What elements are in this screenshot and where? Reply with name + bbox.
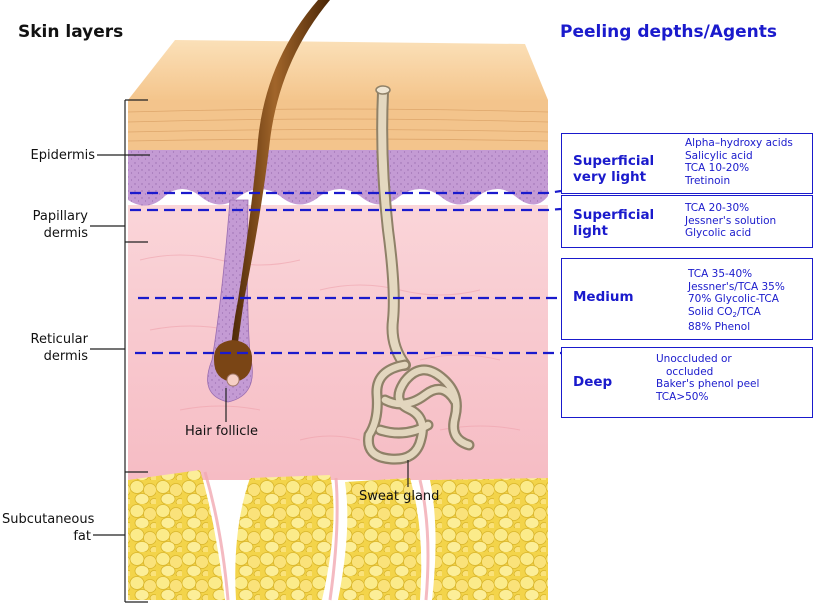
skin-layers-heading: Skin layers bbox=[18, 22, 124, 42]
peel-agent: occluded bbox=[666, 365, 714, 378]
epidermis-basal-layer bbox=[128, 150, 548, 206]
peel-agent: TCA>50% bbox=[656, 390, 709, 403]
sweat-pore bbox=[375, 85, 391, 95]
peel-depth-name: Superficial very light bbox=[573, 153, 655, 185]
peel-superficial-very-light: Superficial very light Alpha–hydroxy aci… bbox=[561, 133, 813, 194]
peel-agent-list: Unoccluded or occluded Baker's phenol pe… bbox=[656, 353, 759, 403]
hair-bulb bbox=[213, 340, 253, 382]
dermal-papilla bbox=[226, 373, 240, 387]
hair-shaft bbox=[230, 0, 330, 360]
peeling-depths-heading: Peeling depths/Agents bbox=[560, 22, 777, 42]
dermis-layer bbox=[128, 205, 548, 480]
epidermis-top-layer bbox=[128, 100, 548, 150]
sweat-gland-duct-highlight bbox=[378, 88, 409, 369]
peel-agent: Salicylic acid bbox=[685, 149, 753, 162]
peel-agent-list: TCA 35-40% Jessner's/TCA 35% 70% Glycoli… bbox=[688, 268, 785, 334]
subcutaneous-fat bbox=[128, 470, 225, 600]
peel-agent: Jessner's/TCA 35% bbox=[688, 280, 785, 293]
peel-depth-name: Deep bbox=[573, 374, 613, 390]
peel-agent-list: TCA 20-30% Jessner's solution Glycolic a… bbox=[685, 202, 776, 240]
peel-agent: Jessner's solution bbox=[685, 214, 777, 227]
peel-agent: Baker's phenol peel bbox=[656, 378, 760, 390]
peel-agent: TCA 35-40% bbox=[688, 268, 753, 280]
peel-agent: TCA 10-20% bbox=[685, 162, 750, 174]
peel-agent: 88% Phenol bbox=[688, 321, 751, 333]
skin-surface bbox=[128, 40, 548, 100]
peel-agent-list: Alpha–hydroxy acids Salicylic acid TCA 1… bbox=[685, 137, 793, 187]
peel-agent: Alpha–hydroxy acids bbox=[685, 137, 793, 149]
peel-agent: Solid CO2/TCA bbox=[688, 305, 761, 319]
peel-agent: Glycolic acid bbox=[685, 227, 752, 239]
peel-depth-name: Superficial light bbox=[573, 207, 655, 239]
fat-lobule bbox=[338, 478, 422, 600]
peel-agent: 70% Glycolic-TCA bbox=[688, 293, 779, 305]
sweat-gland-label: Sweat gland bbox=[359, 489, 440, 504]
depth-line-very-light bbox=[130, 189, 562, 195]
peel-superficial-light: Superficial light TCA 20-30% Jessner's s… bbox=[561, 195, 813, 248]
peel-depth-name: Medium bbox=[573, 289, 634, 305]
peel-medium: Medium TCA 35-40% Jessner's/TCA 35% 70% … bbox=[561, 258, 813, 340]
peel-agent: TCA 20-30% bbox=[685, 202, 750, 214]
peel-deep: Deep Unoccluded or occluded Baker's phen… bbox=[561, 347, 813, 418]
peel-agent: Unoccluded or bbox=[656, 353, 732, 365]
depth-line-light bbox=[130, 207, 562, 212]
fat-lobule bbox=[235, 475, 334, 600]
epidermis-label: Epidermis bbox=[30, 148, 96, 163]
peel-agent: Tretinoin bbox=[685, 174, 731, 187]
fat-lobule bbox=[430, 478, 548, 600]
hair-follicle-label: Hair follicle bbox=[185, 424, 258, 439]
